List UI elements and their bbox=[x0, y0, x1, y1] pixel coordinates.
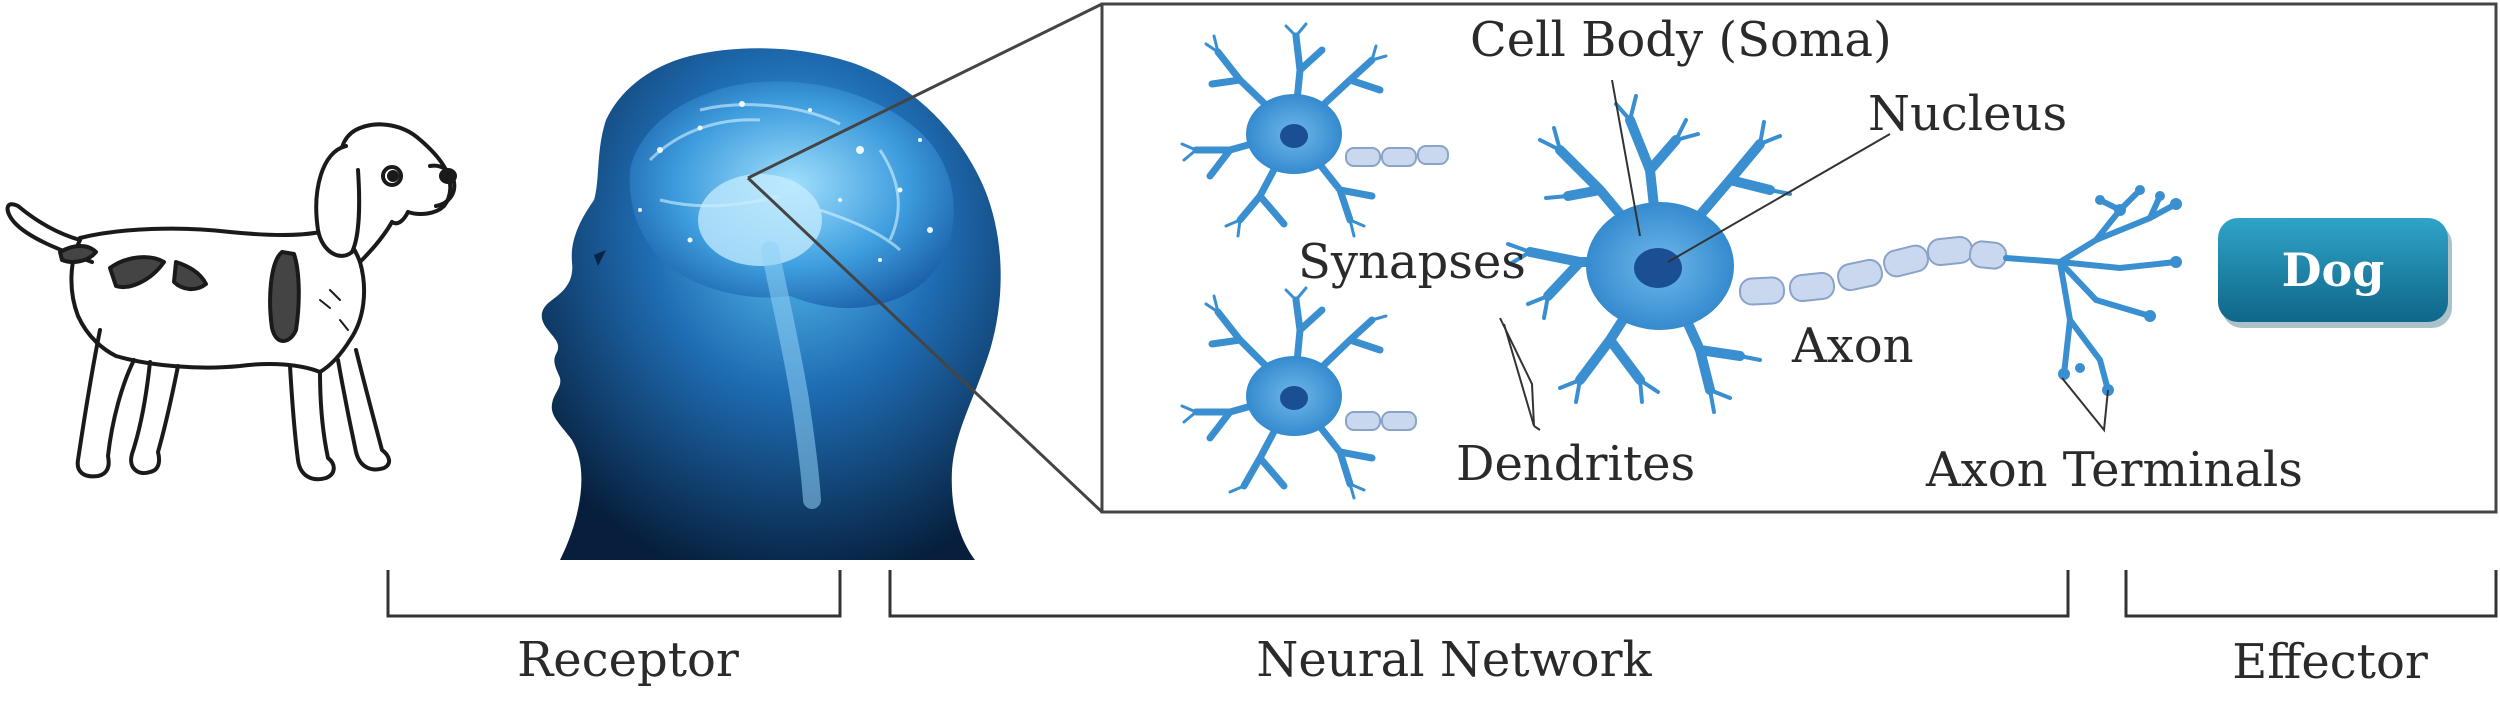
dog-illustration bbox=[5, 122, 457, 482]
zoom-line-bottom bbox=[746, 176, 1104, 514]
main-neuron bbox=[1506, 94, 2182, 414]
leader-dendrites bbox=[1503, 323, 1535, 427]
stage-effector: Effector bbox=[2232, 634, 2428, 690]
neuron-callout bbox=[746, 2, 2498, 514]
label-axon: Axon bbox=[1791, 318, 1914, 374]
callout-frame bbox=[1100, 2, 2498, 514]
leader-dendrites-join bbox=[1533, 425, 1541, 431]
leader-nucleus bbox=[1667, 133, 1891, 263]
stage-receptor: Receptor bbox=[517, 632, 739, 688]
dog-output-button[interactable]: Dog bbox=[2218, 218, 2452, 328]
leader-cell-body bbox=[1611, 79, 1641, 237]
stage-neural-network: Neural Network bbox=[1256, 632, 1652, 688]
label-nucleus: Nucleus bbox=[1868, 86, 2067, 142]
small-neuron-bottom bbox=[1180, 286, 1417, 500]
leader-axon-terminals bbox=[2061, 377, 2109, 433]
bracket-neural-network bbox=[888, 570, 2070, 618]
label-synapses: Synapses bbox=[1298, 234, 1526, 290]
dog-output-label: Dog bbox=[2282, 243, 2385, 297]
small-neuron-top bbox=[1180, 22, 1449, 238]
head-brain-illustration bbox=[541, 48, 1001, 561]
zoom-line-top bbox=[747, 2, 1103, 180]
label-cell-body: Cell Body (Soma) bbox=[1470, 12, 1892, 68]
leader-dendrites-left bbox=[1499, 317, 1535, 427]
bracket-effector bbox=[2124, 570, 2498, 618]
label-axon-terminals: Axon Terminals bbox=[1925, 442, 2303, 498]
bracket-receptor bbox=[386, 570, 842, 618]
label-dendrites: Dendrites bbox=[1456, 436, 1695, 492]
